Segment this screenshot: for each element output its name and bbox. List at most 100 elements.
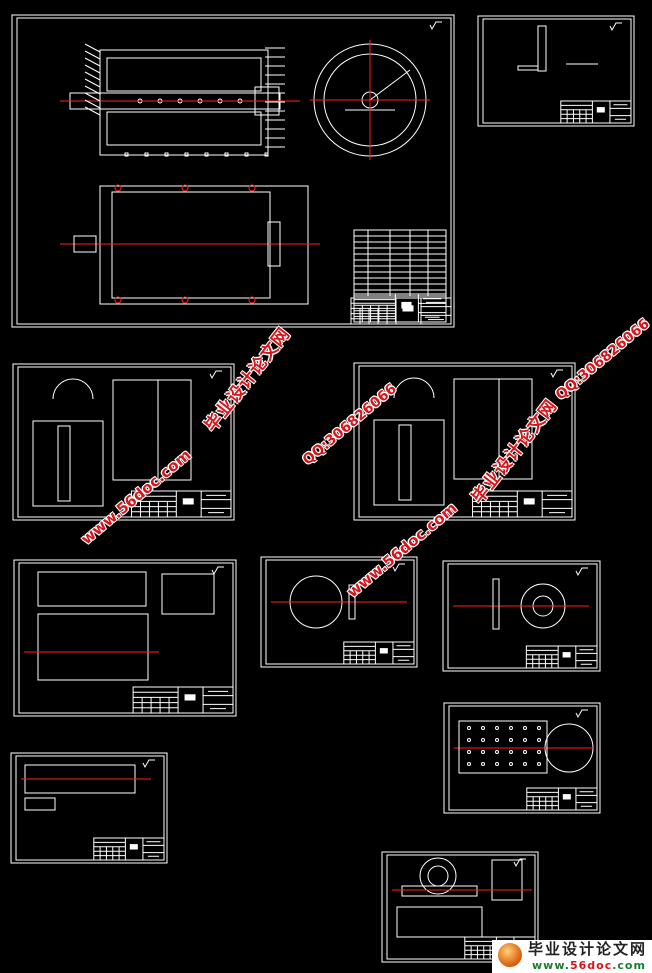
- title-block: [93, 837, 165, 861]
- plate-view: [458, 720, 548, 774]
- sheet-border: [353, 362, 576, 521]
- shaft-end: [73, 235, 97, 253]
- sheet-inner-frame: [17, 366, 232, 518]
- site-logo: 毕业设计论文网 www.56doc.com: [492, 940, 652, 973]
- drawing-sheet-1: [11, 14, 455, 328]
- hole: [495, 726, 499, 730]
- side-view: [32, 420, 104, 507]
- plan-view: [99, 185, 309, 305]
- drawing-title-mark: [523, 498, 535, 505]
- title-block: [131, 490, 232, 518]
- roughness-symbol-icon: [575, 567, 588, 577]
- leader-line: [84, 43, 101, 53]
- bolt: [204, 152, 209, 157]
- hole: [467, 762, 471, 766]
- hole: [481, 762, 485, 766]
- bolt-hole: [114, 296, 122, 304]
- bolt-hole: [181, 296, 189, 304]
- hole: [481, 750, 485, 754]
- housing-bore: [419, 857, 457, 895]
- slot: [398, 424, 412, 501]
- upper-chamber: [106, 57, 262, 92]
- hole: [523, 750, 527, 754]
- bolt: [184, 152, 189, 157]
- drawing-title-mark: [129, 844, 138, 850]
- leader-line: [84, 106, 101, 116]
- drawing-sheet-7: [442, 560, 601, 672]
- title-block: [343, 641, 415, 665]
- arc-view: [393, 377, 435, 399]
- drawing-title-mark: [379, 648, 388, 654]
- leader-line: [84, 99, 101, 109]
- drawing-title-mark: [562, 794, 571, 800]
- bolt-hole: [248, 296, 256, 304]
- roughness-symbol-icon: [209, 370, 222, 380]
- roughness-symbol-icon: [575, 709, 588, 719]
- hole: [523, 762, 527, 766]
- leader-line: [84, 78, 101, 88]
- side-view: [491, 859, 523, 901]
- hole: [509, 750, 513, 754]
- logo-url: www.56doc.com: [532, 959, 646, 972]
- sheet-border: [477, 15, 635, 127]
- arc-view: [52, 378, 94, 400]
- sheet-border: [260, 556, 418, 668]
- bolt-hole: [181, 184, 189, 192]
- sheet-inner-frame: [447, 563, 598, 669]
- hole: [467, 738, 471, 742]
- roughness-symbol-icon: [142, 759, 155, 769]
- hole: [537, 762, 541, 766]
- sheet-border: [13, 559, 237, 717]
- front-view: [453, 378, 533, 480]
- drawing-title-mark: [401, 301, 412, 309]
- drawing-sheet-2: [477, 15, 635, 127]
- disc-side-view: [348, 584, 356, 620]
- bolt: [244, 152, 249, 157]
- part-view: [537, 25, 547, 72]
- top-view: [37, 571, 147, 607]
- sheet-border: [443, 702, 601, 814]
- slot: [57, 425, 71, 502]
- title-block: [525, 645, 598, 669]
- hole: [523, 726, 527, 730]
- drawing-sheet-9: [10, 752, 168, 864]
- sheet-border: [10, 752, 168, 864]
- lower-chamber: [106, 111, 262, 146]
- logo-url-suffix: .com: [612, 959, 646, 972]
- drawing-title-mark: [182, 498, 194, 505]
- roughness-symbol-icon: [429, 21, 442, 31]
- sheet-border: [11, 14, 455, 328]
- bolt: [264, 152, 269, 157]
- side-view: [373, 419, 445, 506]
- front-view: [37, 613, 149, 681]
- title-block: [353, 293, 447, 323]
- front-view: [112, 379, 192, 481]
- hole: [537, 726, 541, 730]
- leader-line: [84, 71, 101, 81]
- sheet-inner-frame: [448, 705, 598, 811]
- drawing-sheet-5: [13, 559, 237, 717]
- hole: [495, 738, 499, 742]
- bolt-hole: [114, 184, 122, 192]
- hole: [495, 762, 499, 766]
- leader-line: [84, 50, 101, 60]
- title-block: [526, 787, 598, 811]
- hole: [509, 726, 513, 730]
- roughness-symbol-icon: [392, 563, 405, 573]
- sheet-border: [381, 851, 539, 963]
- leader-line: [84, 85, 101, 95]
- title-block: [472, 490, 573, 518]
- logo-name: 毕业设计论文网: [528, 940, 648, 958]
- title-block: [132, 686, 234, 714]
- drawing-sheet-3: [12, 363, 235, 521]
- drawing-title-mark: [562, 652, 571, 658]
- drawing-sheet-6: [260, 556, 418, 668]
- title-block: [350, 297, 452, 325]
- roughness-symbol-icon: [211, 566, 224, 576]
- hole: [481, 738, 485, 742]
- part-view: [517, 65, 539, 71]
- cylinder-section: [99, 49, 269, 156]
- roughness-symbol-icon: [513, 858, 526, 868]
- logo-ball-icon: [498, 943, 522, 967]
